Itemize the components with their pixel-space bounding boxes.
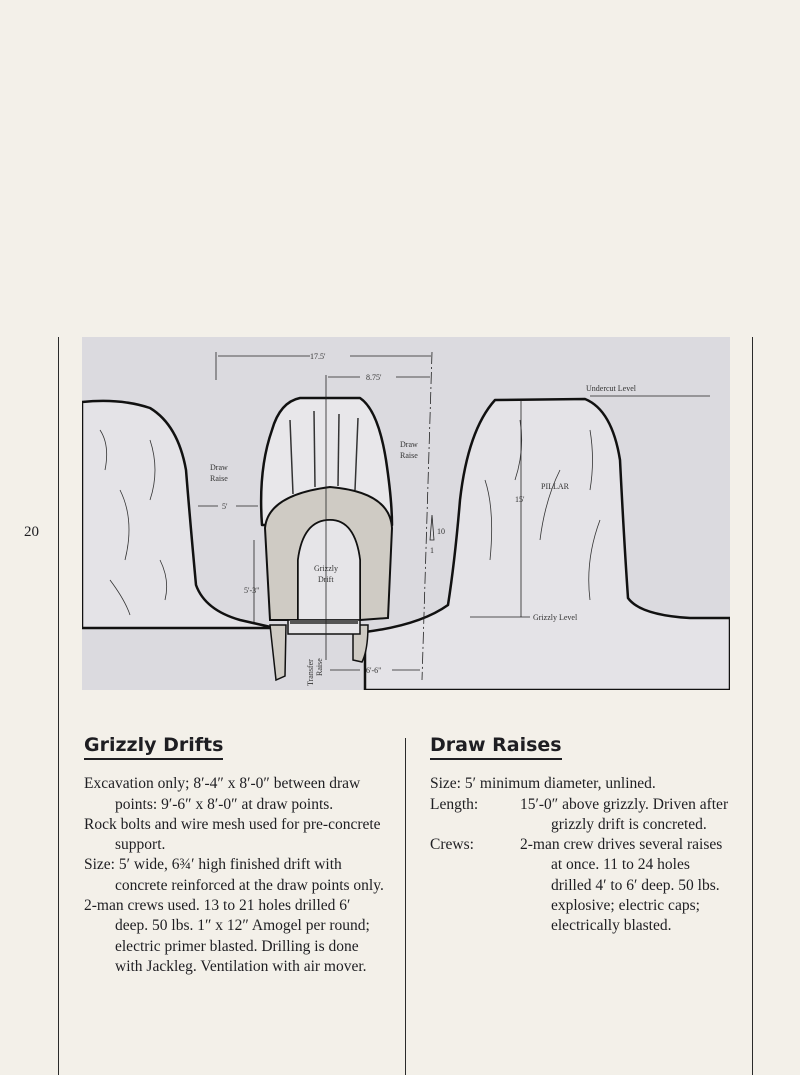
- page-number: 20: [24, 524, 39, 540]
- dim-6-6: 6'-6": [366, 666, 381, 675]
- right-pillar: [363, 397, 730, 690]
- transfer-raise-label-1: Transfer: [306, 659, 315, 686]
- grizzly-level-label: Grizzly Level: [533, 613, 578, 622]
- draw-raises-section: Draw Raises Size: 5′ minimum diameter, u…: [430, 735, 730, 937]
- grizzly-drift-diagram: 17.5' 8.75' Undercut Level Draw Raise Dr…: [82, 337, 730, 690]
- grizzly-drift-label-1: Grizzly: [314, 564, 338, 573]
- draw-raise-left-label-2: Raise: [210, 474, 228, 483]
- left-rule: [58, 337, 59, 1075]
- transfer-raise-left: [269, 624, 287, 682]
- crews-entry: Crews: 2-man crew drives several raises …: [430, 835, 730, 936]
- crews-label: Crews:: [430, 836, 474, 854]
- pillar-label: PILLAR: [541, 482, 570, 491]
- dim-1: 1: [430, 546, 434, 555]
- right-rule: [752, 337, 753, 1075]
- draw-raise-left-label-1: Draw: [210, 463, 228, 472]
- dim-15: 15': [515, 495, 525, 504]
- dim-17-5: 17.5': [310, 352, 326, 361]
- dim-10: 10: [437, 527, 445, 536]
- length-label: Length:: [430, 795, 479, 813]
- length-value: 15′-0″ above grizzly. Driven after grizz…: [520, 795, 729, 833]
- size-line: Size: 5′ minimum diameter, unlined.: [430, 775, 656, 793]
- paragraph: Size: 5′ wide, 6¾′ high finished drift w…: [84, 856, 384, 894]
- drift-opening: [297, 519, 361, 621]
- paragraph: 2-man crews used. 13 to 21 holes drilled…: [84, 897, 370, 975]
- dim-5-3: 5'-3": [244, 586, 259, 595]
- transfer-raise-label-2: Raise: [315, 658, 324, 676]
- left-pillar: [82, 399, 277, 630]
- dim-8-75: 8.75': [366, 373, 382, 382]
- middle-rule: [405, 738, 406, 1075]
- undercut-level-label: Undercut Level: [586, 384, 637, 393]
- length-entry: Length: 15′-0″ above grizzly. Driven aft…: [430, 795, 730, 836]
- grizzly-drifts-section: Grizzly Drifts Excavation only; 8′-4″ x …: [84, 735, 384, 977]
- crews-value: 2-man crew drives several raises at once…: [520, 836, 723, 935]
- dim-5: 5': [222, 502, 228, 511]
- draw-raises-heading: Draw Raises: [430, 735, 562, 761]
- paragraph: Rock bolts and wire mesh used for pre-co…: [84, 815, 381, 854]
- draw-raise-right-label-1: Draw: [400, 440, 418, 449]
- paragraph: Excavation only; 8′-4″ x 8′-0″ between d…: [84, 775, 361, 813]
- grizzly-drifts-heading: Grizzly Drifts: [84, 735, 224, 761]
- draw-raise-right-label-2: Raise: [400, 451, 418, 460]
- grizzly-drift-label-2: Drift: [318, 575, 334, 584]
